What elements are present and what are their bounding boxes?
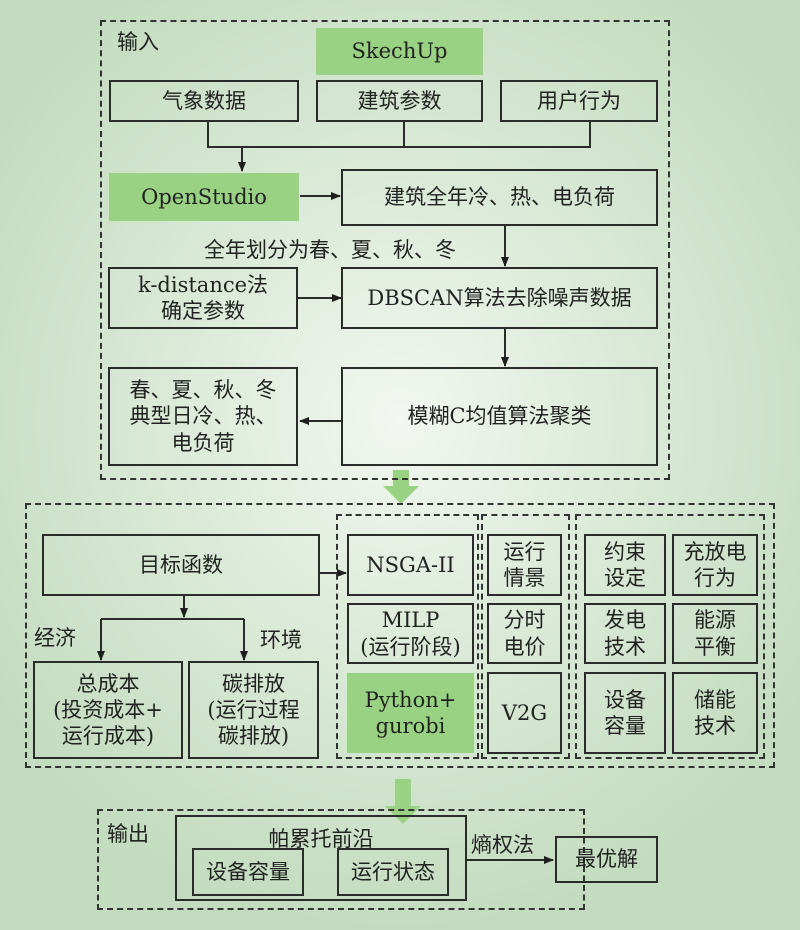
dbscan-label: DBSCAN算法去除噪声数据 <box>367 285 632 310</box>
optimal-solution-label: 最优解 <box>575 847 638 872</box>
constraint-group <box>575 514 765 759</box>
typical-day-line-2: 典型日冷、热、 <box>129 404 277 429</box>
economy-label: 经济 <box>34 626 76 650</box>
carbon-line-1: 碳排放 <box>222 671 285 696</box>
fcm-label: 模糊C均值算法聚类 <box>407 404 592 429</box>
total-cost-line-3: 运行成本) <box>61 724 155 749</box>
constraint-box-4: 能源 平衡 <box>672 603 758 664</box>
constraint-4-line-2: 平衡 <box>694 634 736 659</box>
total-cost-line-2: (投资成本+ <box>53 697 163 722</box>
constraint-6-line-1: 储能 <box>694 687 736 712</box>
constraint-box-3: 发电 技术 <box>584 603 666 664</box>
pareto-box: 帕累托前沿 <box>175 815 467 901</box>
kdistance-box: k-distance法 确定参数 <box>108 267 298 329</box>
total-cost-line-1: 总成本 <box>76 671 140 696</box>
input-section-title: 输入 <box>117 30 159 54</box>
constraint-3-line-1: 发电 <box>604 608 646 633</box>
kdistance-line-1: k-distance法 <box>137 272 269 297</box>
input-section <box>100 20 670 480</box>
scenario-group <box>481 514 570 759</box>
constraint-3-line-2: 技术 <box>604 634 646 659</box>
nsga-box: NSGA-II <box>347 534 474 596</box>
optimal-solution-box: 最优解 <box>555 836 658 883</box>
kdistance-line-2: 确定参数 <box>161 299 245 323</box>
constraint-box-5: 设备 容量 <box>584 672 666 754</box>
openstudio-box: OpenStudio <box>109 173 299 221</box>
typical-day-line-3: 电负荷 <box>171 430 235 455</box>
building-params-label: 建筑参数 <box>357 88 442 113</box>
output-section <box>97 809 585 910</box>
constraint-5-line-1: 设备 <box>604 687 646 712</box>
output-section-title: 输出 <box>107 822 149 846</box>
constraint-box-6: 储能 技术 <box>672 672 758 754</box>
annual-load-box: 建筑全年冷、热、电负荷 <box>341 169 658 226</box>
python-gurobi-box: Python+ gurobi <box>347 673 474 753</box>
scenario-2-line-2: 电价 <box>503 634 546 659</box>
annual-load-label: 建筑全年冷、热、电负荷 <box>384 185 615 210</box>
green-down-arrow-2 <box>385 779 421 824</box>
objective-label: 目标函数 <box>139 552 223 577</box>
python-line-2: gurobi <box>375 714 446 738</box>
carbon-line-2: (运行过程 <box>207 697 300 722</box>
scenario-3-line-1: V2G <box>501 700 548 725</box>
constraint-6-line-2: 技术 <box>694 714 736 738</box>
solver-group <box>336 514 479 759</box>
carbon-box: 碳排放 (运行过程 碳排放) <box>188 661 319 759</box>
green-down-arrow-1 <box>383 470 419 504</box>
equipment-capacity-label: 设备容量 <box>206 859 290 884</box>
fcm-box: 模糊C均值算法聚类 <box>341 367 658 466</box>
constraint-2-line-2: 行为 <box>694 566 736 590</box>
sketchup-label: SkechUp <box>351 39 448 64</box>
user-behavior-box: 用户行为 <box>500 80 658 122</box>
objective-box: 目标函数 <box>42 534 320 596</box>
typical-day-box: 春、夏、秋、冬 典型日冷、热、 电负荷 <box>108 367 298 466</box>
scenario-box-3: V2G <box>487 672 562 754</box>
constraint-2-line-1: 充放电 <box>683 539 747 564</box>
weather-data-box: 气象数据 <box>109 80 299 122</box>
scenario-box-1: 运行 情景 <box>487 534 562 596</box>
weather-data-label: 气象数据 <box>162 88 246 113</box>
pareto-label: 帕累托前沿 <box>268 827 374 851</box>
scenario-box-2: 分时 电价 <box>487 603 562 664</box>
milp-box: MILP (运行阶段) <box>347 603 474 664</box>
dbscan-box: DBSCAN算法去除噪声数据 <box>341 267 658 329</box>
user-behavior-label: 用户行为 <box>537 88 621 113</box>
constraint-box-1: 约束 设定 <box>584 534 666 596</box>
milp-line-2: (运行阶段) <box>360 634 461 659</box>
environment-label: 环境 <box>260 628 302 652</box>
python-line-1: Python+ <box>364 687 457 712</box>
sketchup-box: SkechUp <box>316 28 483 75</box>
model-section <box>25 503 775 768</box>
typical-day-line-1: 春、夏、秋、冬 <box>129 378 277 403</box>
equipment-capacity-box: 设备容量 <box>192 848 304 896</box>
constraint-1-line-2: 设定 <box>604 566 646 590</box>
scenario-2-line-1: 分时 <box>503 608 546 633</box>
constraint-box-2: 充放电 行为 <box>672 534 758 596</box>
season-split-label: 全年划分为春、夏、秋、冬 <box>204 238 456 262</box>
building-params-box: 建筑参数 <box>316 80 483 122</box>
milp-line-1: MILP <box>381 608 440 633</box>
carbon-line-3: 碳排放) <box>217 724 290 749</box>
constraint-4-line-1: 能源 <box>694 608 736 633</box>
operation-state-box: 运行状态 <box>337 848 449 896</box>
constraint-5-line-2: 容量 <box>604 714 646 738</box>
nsga-label: NSGA-II <box>366 552 455 577</box>
constraint-1-line-1: 约束 <box>604 539 646 564</box>
total-cost-box: 总成本 (投资成本+ 运行成本) <box>33 661 183 759</box>
entropy-method-label: 熵权法 <box>471 833 534 857</box>
scenario-1-line-1: 运行 <box>503 539 546 564</box>
scenario-1-line-2: 情景 <box>503 566 546 590</box>
merge-line <box>207 121 591 148</box>
openstudio-label: OpenStudio <box>141 184 267 209</box>
operation-state-label: 运行状态 <box>351 859 435 884</box>
